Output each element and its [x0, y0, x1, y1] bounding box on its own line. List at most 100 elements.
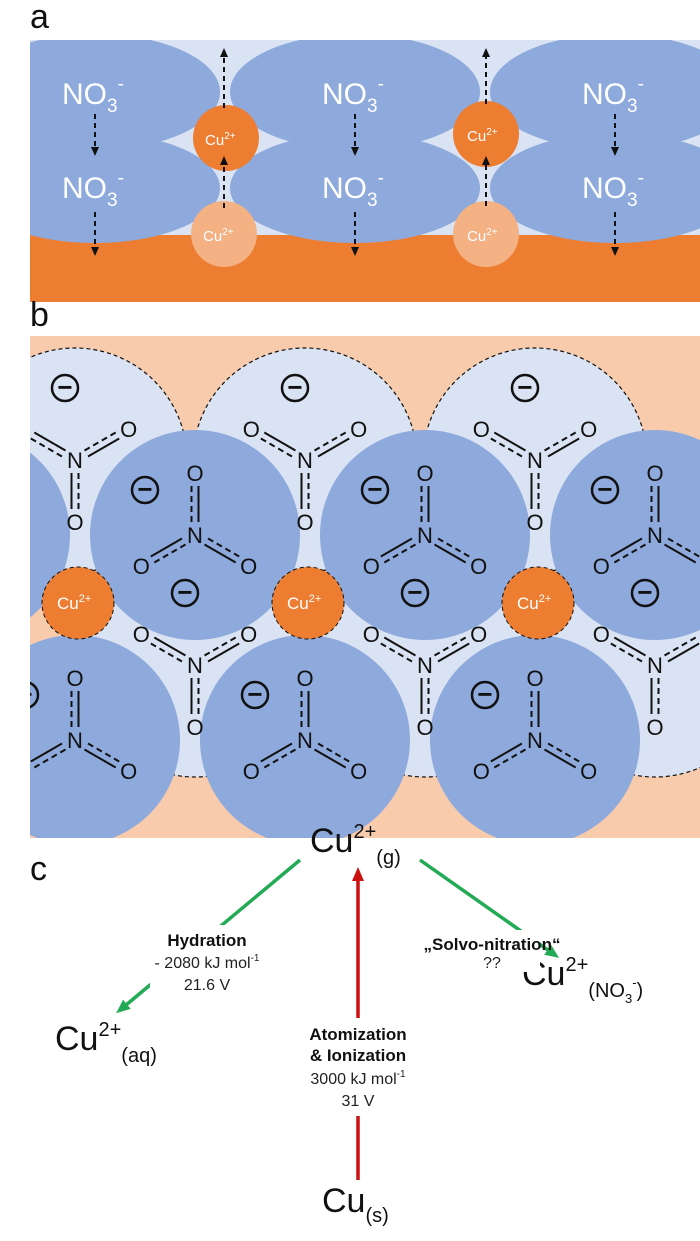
bond-line: [437, 537, 470, 558]
bond-line: [150, 642, 183, 663]
nitrate-anion-ellipse: [490, 40, 700, 150]
oxygen-atom: O: [296, 510, 313, 535]
bond-line: [544, 431, 577, 452]
nitrate-label: NO3-: [582, 168, 644, 211]
oxygen-atom: O: [470, 554, 487, 579]
copper-substrate: [30, 235, 700, 302]
bond-line: [150, 537, 183, 558]
nitrate-anion-ellipse: [230, 40, 480, 150]
negative-charge-ring: [280, 373, 310, 403]
nitrate-label: NO3-: [582, 74, 644, 117]
oxygen-atom-bg: [11, 761, 31, 781]
oxygen-atom: O: [133, 622, 150, 647]
atomization-voltage: 31 V: [342, 1093, 375, 1110]
oxygen-atom: O: [10, 554, 27, 579]
bond-line: [207, 642, 240, 663]
nitrate-sphere: [430, 635, 640, 838]
oxygen-atom: O: [240, 554, 257, 579]
nitrogen-atom: N: [527, 728, 543, 753]
oxygen-atom: O: [593, 554, 610, 579]
bond-line: [547, 437, 580, 458]
bond-line: [314, 748, 347, 769]
copper-cation: [501, 566, 575, 640]
nitrogen-atom: N: [417, 523, 433, 548]
bond-line: [204, 636, 237, 657]
bond-line: [613, 543, 646, 564]
bond-line: [84, 431, 117, 452]
oxygen-atom: O: [526, 510, 543, 535]
nitrate-sphere: [30, 635, 180, 838]
solvo-label-backdrop: [432, 930, 540, 972]
bond-line: [317, 742, 350, 763]
oxygen-atom: O: [416, 715, 433, 740]
copper-cation: [41, 566, 115, 640]
negative-charge-symbol: −: [367, 474, 382, 504]
nitrate-sphere: [320, 430, 530, 640]
nitrogen-atom: N: [297, 728, 313, 753]
atomization-title-2: & Ionization: [310, 1046, 406, 1065]
bond-line: [314, 431, 347, 452]
negative-charge-ring: [240, 680, 270, 710]
nitrate-sphere: [550, 430, 700, 640]
oxygen-atom: O: [133, 554, 150, 579]
bond-line: [263, 431, 296, 452]
oxygen-atom: O: [13, 759, 30, 784]
atomization-energy: 3000 kJ mol-1: [310, 1069, 406, 1088]
copper-cation-surface: [453, 201, 519, 267]
atomization-title-1: Atomization: [309, 1025, 406, 1044]
negative-charge-symbol: −: [57, 372, 72, 402]
bond-line: [87, 437, 120, 458]
species-solid: Cu(s): [322, 1182, 389, 1227]
oxygen-atom: O: [363, 622, 380, 647]
bond-line: [153, 543, 186, 564]
anion-charges: −−−−−−−−−−−−−: [30, 372, 660, 710]
bond-line: [610, 537, 643, 558]
copper-cation-label: Cu2+: [205, 131, 236, 149]
negative-charge-symbol: −: [477, 679, 492, 709]
oxygen-atom: O: [580, 759, 597, 784]
nitrogen-atom: N: [417, 653, 433, 678]
negative-charge-ring: [470, 680, 500, 710]
bond-line: [493, 748, 526, 769]
bond-line: [613, 636, 646, 657]
bond-line: [434, 636, 467, 657]
oxygen-atom: O: [593, 622, 610, 647]
bond-line: [204, 543, 237, 564]
nitrate-anion-ellipse: [30, 133, 220, 243]
bond-line: [260, 742, 293, 763]
negative-charge-symbol: −: [177, 577, 192, 607]
atomization-label-backdrop: [298, 1018, 418, 1116]
bond-line: [434, 543, 467, 564]
bond-line: [490, 742, 523, 763]
bond-line: [383, 543, 416, 564]
nitrogen-atom: N: [297, 448, 313, 473]
copper-cation-surface: [191, 201, 257, 267]
negative-charge-ring: [30, 681, 40, 709]
copper-cation-label: Cu2+: [287, 593, 321, 613]
negative-charge-ring: [590, 475, 620, 505]
nitrogen-atom: N: [67, 448, 83, 473]
hydration-label-backdrop: [150, 925, 270, 1003]
bond-line: [610, 642, 643, 663]
negative-charge-ring: [400, 578, 430, 608]
copper-cation-label: Cu2+: [467, 127, 498, 145]
panel-a: a: [30, 0, 700, 302]
oxygen-atom: O: [243, 759, 260, 784]
bond-line: [544, 748, 577, 769]
nitrogen-atom: N: [187, 653, 203, 678]
bond-line: [383, 636, 416, 657]
oxygen-atom: O: [646, 715, 663, 740]
bond-line: [153, 636, 186, 657]
panel-letter-c: c: [30, 850, 47, 888]
oxygen-atom: O: [120, 417, 137, 442]
oxygen-atom-bg: [11, 419, 31, 439]
bond-line: [33, 748, 66, 769]
oxygen-atom: O: [186, 715, 203, 740]
copper-cation: [271, 566, 345, 640]
copper-cation-label: Cu2+: [517, 593, 551, 613]
oxygen-atom: O: [646, 461, 663, 486]
negative-charge-ring: [510, 373, 540, 403]
oxygen-atom: O: [66, 666, 83, 691]
bond-line: [664, 543, 697, 564]
